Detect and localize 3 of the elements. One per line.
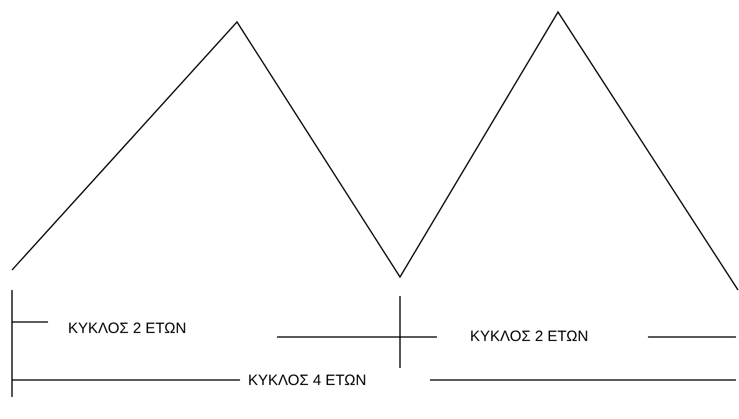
dimension-label: ΚΥΚΛΟΣ 2 ΕΤΩΝ bbox=[68, 320, 186, 338]
dimension-label: ΚΥΚΛΟΣ 4 ΕΤΩΝ bbox=[248, 372, 366, 390]
dimension-label: ΚΥΚΛΟΣ 2 ΕΤΩΝ bbox=[470, 328, 588, 346]
